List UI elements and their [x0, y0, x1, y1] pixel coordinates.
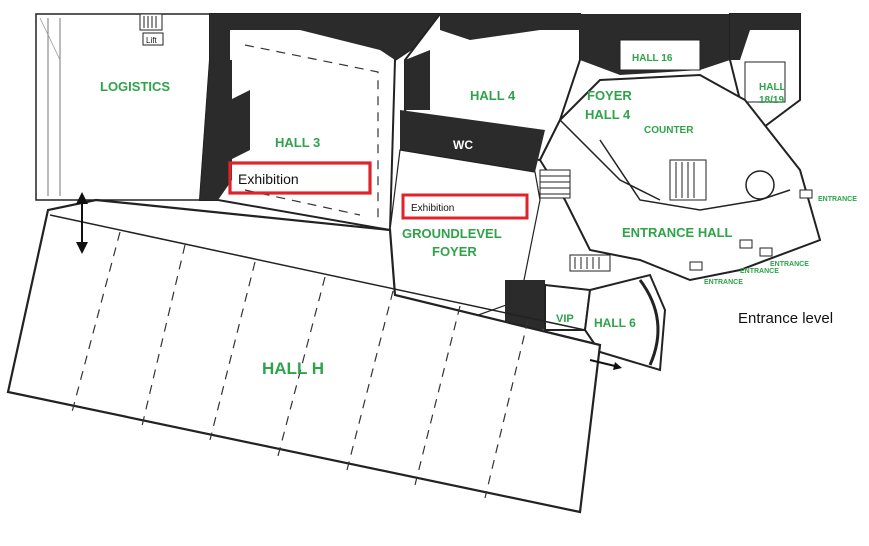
label-hall-3: HALL 3 [275, 135, 320, 150]
label-hall-16: HALL 16 [632, 53, 673, 64]
level-caption: Entrance level [738, 310, 833, 327]
hall-h-area [6, 198, 602, 514]
hall-6-area [505, 273, 667, 372]
exhibition-highlight-foyer: Exhibition [401, 193, 529, 220]
hall-16-area [580, 13, 801, 132]
hall-3-area [198, 13, 441, 232]
label-foyer-hall4-1: FOYER [587, 88, 632, 103]
label-wc: WC [453, 138, 473, 152]
label-entrance-hall: ENTRANCE HALL [622, 225, 733, 240]
label-groundlevel-1: GROUNDLEVEL [402, 226, 502, 241]
label-counter: COUNTER [644, 125, 694, 136]
exhibition-label-1: Exhibition [238, 171, 299, 187]
entrance-hall-area [538, 73, 822, 282]
entrance-markers [689, 189, 813, 271]
label-entrance-2: ENTRANCE [770, 261, 809, 268]
label-hall-1819-2: 18/19 [759, 95, 784, 106]
label-hall-1819-1: HALL [759, 82, 786, 93]
label-hall-h: HALL H [262, 359, 324, 378]
exhibition-highlight-hall-3: Exhibition [228, 161, 372, 195]
exhibition-label-2: Exhibition [411, 203, 454, 214]
exit-arrow-icon [589, 359, 622, 370]
label-lift: Lift [146, 36, 157, 45]
stairs-icon [139, 13, 163, 31]
label-logistics: LOGISTICS [100, 79, 170, 94]
label-hall-6: HALL 6 [594, 316, 636, 330]
double-arrow-icon [76, 192, 88, 254]
label-hall-4: HALL 4 [470, 88, 516, 103]
label-groundlevel-2: FOYER [432, 244, 477, 259]
label-entrance-1: ENTRANCE [818, 196, 857, 203]
label-entrance-4: ENTRANCE [704, 279, 743, 286]
hall-4-area [400, 13, 581, 172]
logistics-area [35, 13, 211, 201]
label-vip: VIP [556, 313, 574, 325]
label-foyer-hall4-2: HALL 4 [585, 107, 631, 122]
wc-block [400, 110, 545, 172]
label-entrance-3: ENTRANCE [740, 268, 779, 275]
